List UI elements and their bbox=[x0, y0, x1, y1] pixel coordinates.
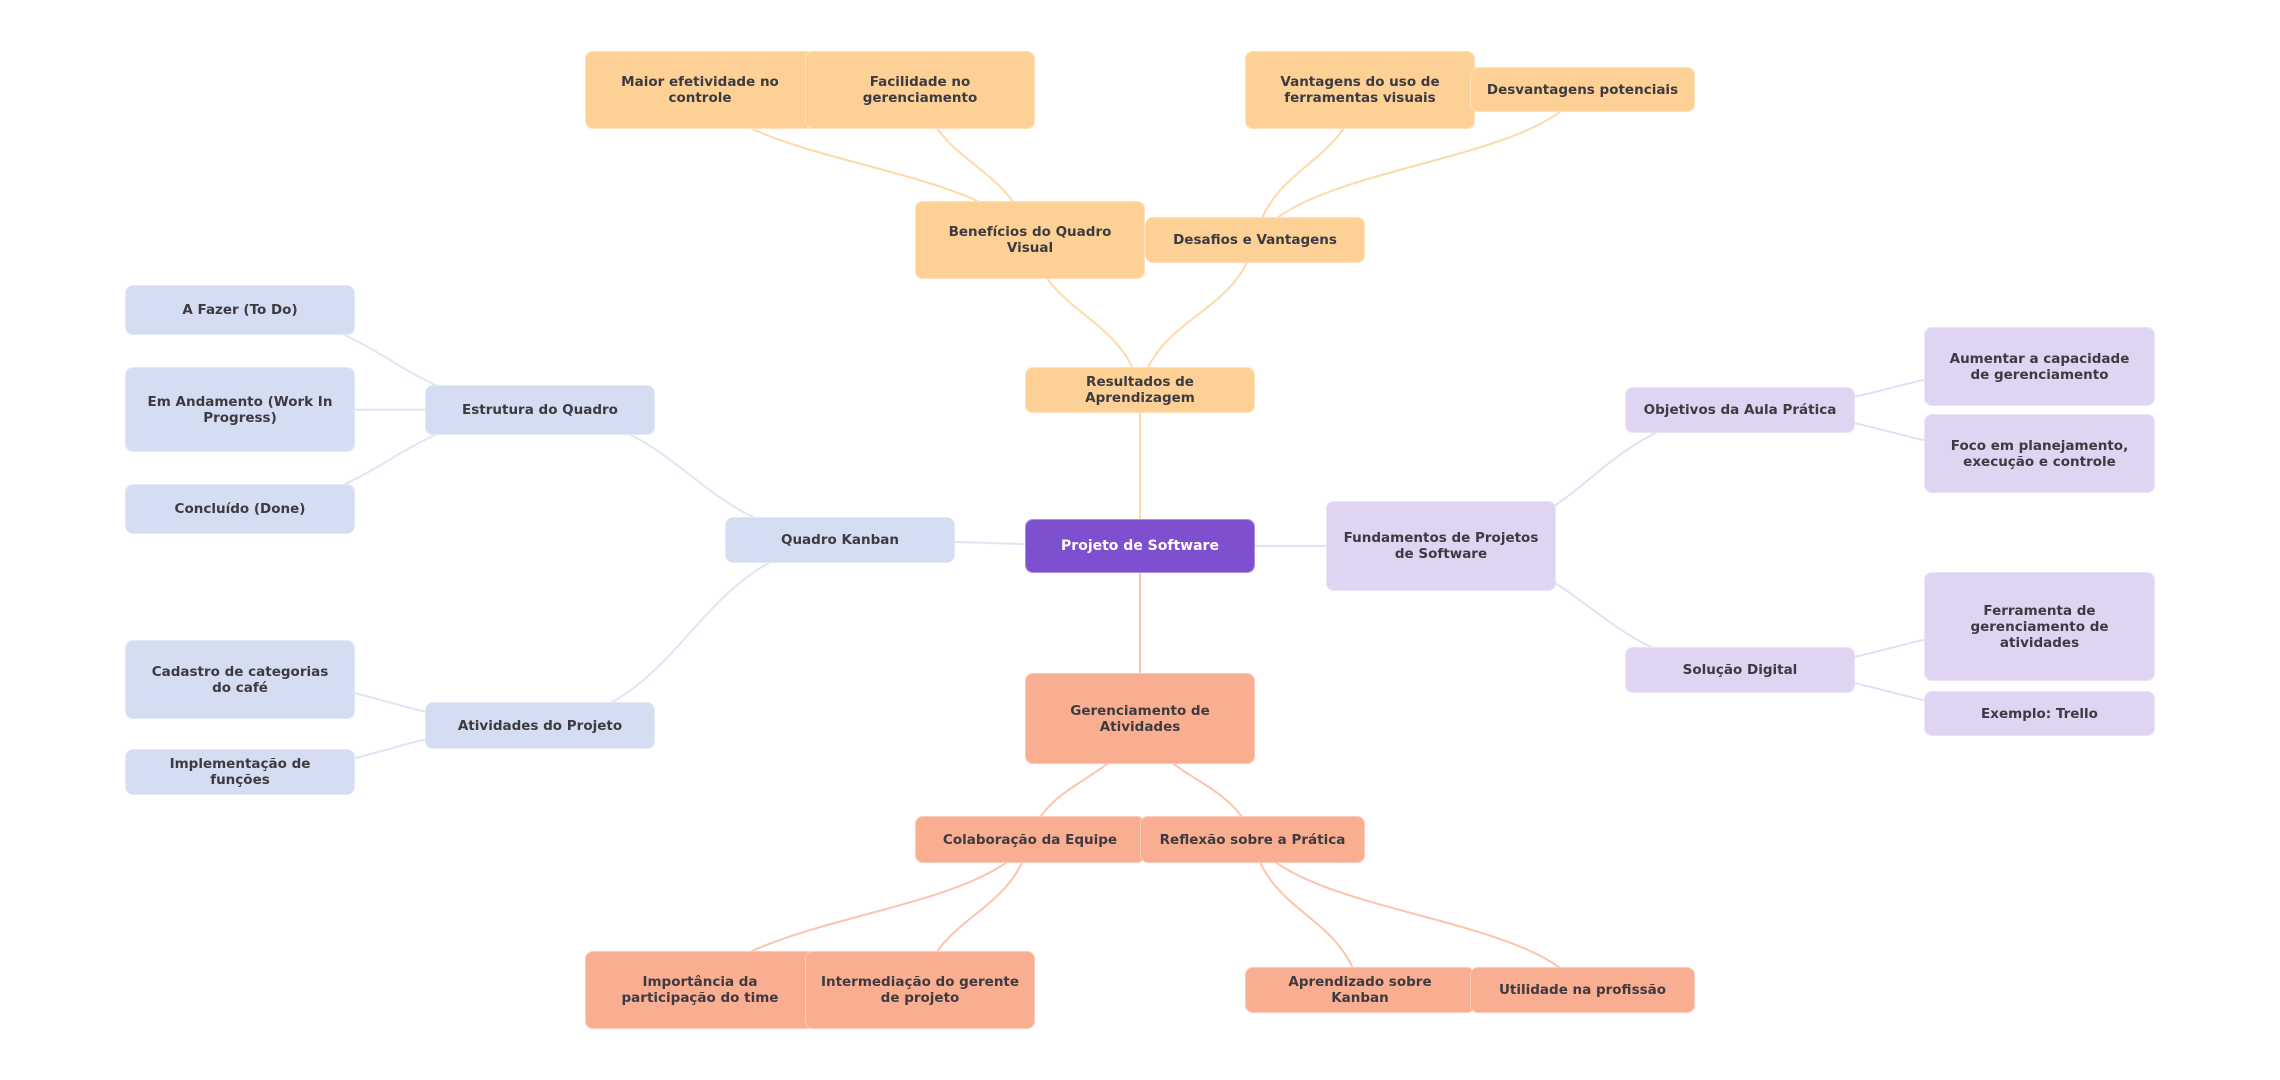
node-desafios[interactable]: Desafios e Vantagens bbox=[1145, 217, 1365, 263]
node-quadro[interactable]: Quadro Kanban bbox=[725, 517, 955, 563]
node-cadastro-label: Cadastro de categorias do café bbox=[151, 663, 329, 696]
node-facilidade[interactable]: Facilidade no gerenciamento bbox=[805, 51, 1035, 129]
node-exemplo[interactable]: Exemplo: Trello bbox=[1924, 691, 2155, 736]
node-colaboracao-label: Colaboração da Equipe bbox=[942, 831, 1118, 848]
node-desafios-label: Desafios e Vantagens bbox=[1173, 232, 1337, 248]
node-atividades-label: Atividades do Projeto bbox=[457, 717, 623, 734]
node-emandamento-label: Em Andamento (Work In Progress) bbox=[147, 393, 333, 426]
node-ferramenta-label: Ferramenta de gerenciamento de atividade… bbox=[1970, 602, 2109, 651]
node-importancia[interactable]: Importância da participação do time bbox=[585, 951, 815, 1029]
node-aprendizado-label: Aprendizado sobre Kanban bbox=[1288, 974, 1432, 1006]
node-utilidade[interactable]: Utilidade na profissão bbox=[1470, 967, 1695, 1013]
node-reflexao[interactable]: Reflexão sobre a Prática bbox=[1140, 816, 1365, 863]
node-implementacao-label: Implementação de funções bbox=[169, 756, 311, 788]
node-colaboracao[interactable]: Colaboração da Equipe bbox=[915, 816, 1145, 863]
node-afazer[interactable]: A Fazer (To Do) bbox=[125, 285, 355, 335]
node-utilidade-label: Utilidade na profissão bbox=[1498, 982, 1667, 998]
node-afazer-label: A Fazer (To Do) bbox=[182, 302, 298, 318]
node-foco[interactable]: Foco em planejamento, execução e control… bbox=[1924, 414, 2155, 493]
node-resultados[interactable]: Resultados de Aprendizagem bbox=[1025, 367, 1255, 413]
node-foco-label: Foco em planejamento, execução e control… bbox=[1950, 437, 2129, 470]
node-implementacao[interactable]: Implementação de funções bbox=[125, 749, 355, 795]
node-importancia-label: Importância da participação do time bbox=[621, 974, 779, 1006]
node-cadastro[interactable]: Cadastro de categorias do café bbox=[125, 640, 355, 719]
node-fundamentos-label: Fundamentos de Projetos de Software bbox=[1343, 530, 1539, 562]
node-root-label: Projeto de Software bbox=[1061, 538, 1219, 554]
node-aprendizado[interactable]: Aprendizado sobre Kanban bbox=[1245, 967, 1475, 1013]
node-vantagens[interactable]: Vantagens do uso de ferramentas visuais bbox=[1245, 51, 1475, 129]
node-solucao[interactable]: Solução Digital bbox=[1625, 647, 1855, 693]
node-gerenciamento-label: Gerenciamento de Atividades bbox=[1070, 702, 1210, 735]
node-objetivos-label: Objetivos da Aula Prática bbox=[1643, 402, 1837, 418]
node-maior[interactable]: Maior efetividade no controle bbox=[585, 51, 815, 129]
node-ferramenta[interactable]: Ferramenta de gerenciamento de atividade… bbox=[1924, 572, 2155, 681]
node-intermediacao-label: Intermediação do gerente de projeto bbox=[820, 974, 1020, 1006]
node-intermediacao[interactable]: Intermediação do gerente de projeto bbox=[805, 951, 1035, 1029]
node-desvantagens-label: Desvantagens potenciais bbox=[1486, 81, 1679, 98]
node-root[interactable]: Projeto de Software bbox=[1025, 519, 1255, 573]
node-gerenciamento[interactable]: Gerenciamento de Atividades bbox=[1025, 673, 1255, 764]
node-quadro-label: Quadro Kanban bbox=[780, 532, 900, 548]
node-concluido[interactable]: Concluído (Done) bbox=[125, 484, 355, 534]
node-beneficios-label: Benefícios do Quadro Visual bbox=[948, 224, 1112, 256]
node-beneficios[interactable]: Benefícios do Quadro Visual bbox=[915, 201, 1145, 279]
node-emandamento[interactable]: Em Andamento (Work In Progress) bbox=[125, 367, 355, 452]
node-vantagens-label: Vantagens do uso de ferramentas visuais bbox=[1280, 74, 1440, 106]
node-aumentar[interactable]: Aumentar a capacidade de gerenciamento bbox=[1924, 327, 2155, 406]
edge-quadro-to-atividades bbox=[539, 539, 841, 727]
node-aumentar-label: Aumentar a capacidade de gerenciamento bbox=[1949, 350, 2130, 383]
node-facilidade-label: Facilidade no gerenciamento bbox=[862, 74, 978, 106]
node-solucao-label: Solução Digital bbox=[1682, 662, 1798, 678]
node-estrutura[interactable]: Estrutura do Quadro bbox=[425, 385, 655, 435]
node-fundamentos[interactable]: Fundamentos de Projetos de Software bbox=[1326, 501, 1556, 591]
node-concluido-label: Concluído (Done) bbox=[174, 501, 306, 517]
node-atividades[interactable]: Atividades do Projeto bbox=[425, 702, 655, 749]
node-desvantagens[interactable]: Desvantagens potenciais bbox=[1470, 67, 1695, 112]
node-maior-label: Maior efetividade no controle bbox=[621, 74, 779, 106]
node-estrutura-label: Estrutura do Quadro bbox=[462, 402, 618, 418]
node-objetivos[interactable]: Objetivos da Aula Prática bbox=[1625, 387, 1855, 433]
node-reflexao-label: Reflexão sobre a Prática bbox=[1159, 831, 1346, 848]
node-exemplo-label: Exemplo: Trello bbox=[1981, 705, 2098, 722]
node-resultados-label: Resultados de Aprendizagem bbox=[1085, 374, 1195, 406]
